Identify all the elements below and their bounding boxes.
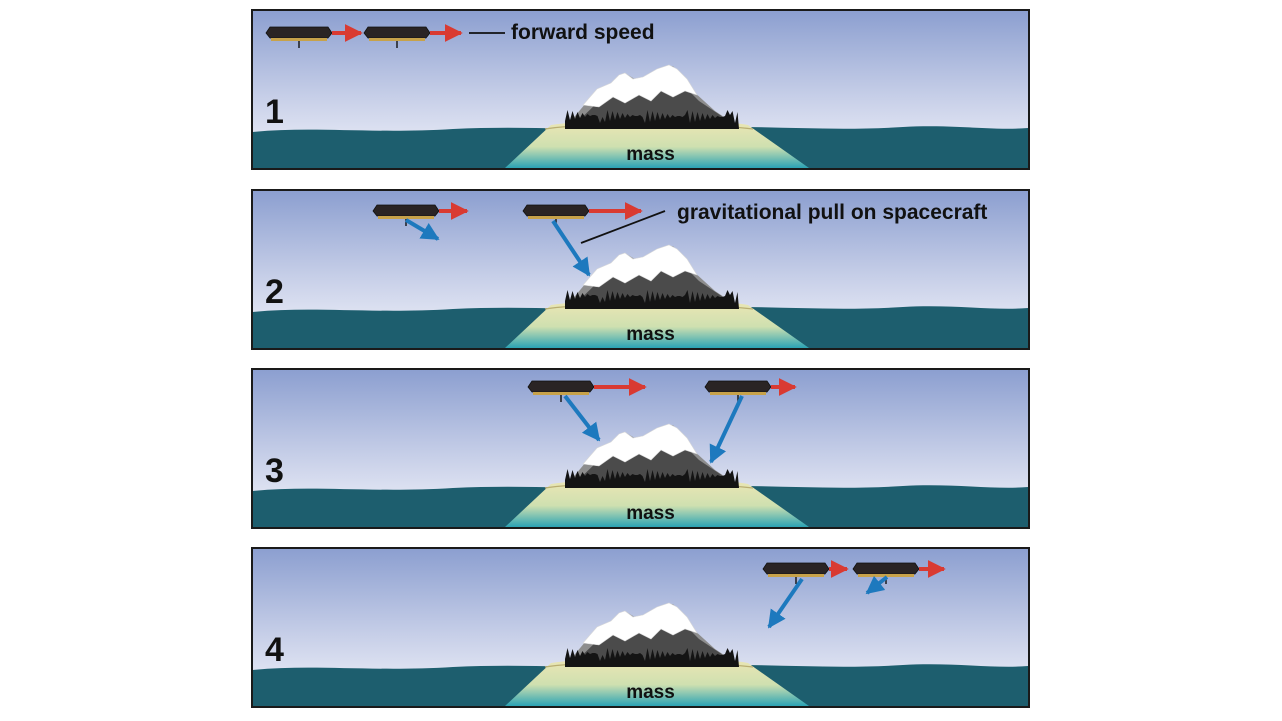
panel-4: 4 mass (251, 547, 1030, 708)
panel-2-scene (253, 191, 1028, 348)
spacecraft-body (522, 204, 590, 217)
island-base (505, 120, 809, 168)
panel-2: 2 mass gravitational pull on spacecraft (251, 189, 1030, 350)
spacecraft (363, 26, 431, 48)
spacecraft-base (533, 392, 589, 395)
mass-label-1: mass (626, 144, 675, 165)
spacecraft-body (372, 204, 440, 217)
gravity-pull-arrow (404, 218, 440, 241)
snow-caps (582, 244, 698, 288)
panel-1-scene (253, 11, 1028, 168)
spacecraft-base (858, 574, 914, 577)
gravity-pull-arrow (563, 394, 601, 442)
forest (565, 469, 739, 488)
spacecraft (372, 204, 440, 226)
island-base (505, 479, 809, 527)
snow-caps (582, 423, 698, 467)
forward-speed-label: forward speed (511, 21, 655, 44)
panel-4-scene (253, 549, 1028, 706)
panel-number-2: 2 (265, 273, 284, 311)
gravity-pull-arrow (865, 575, 889, 595)
panel-1: 1 mass forward speed (251, 9, 1030, 170)
panel-3-scene (253, 370, 1028, 527)
spacecraft (527, 380, 595, 402)
gravity-pull-arrow (709, 395, 744, 464)
spacecraft-body (363, 26, 431, 39)
spacecraft-body (852, 562, 920, 575)
spacecraft-base (528, 216, 584, 219)
spacecraft (704, 380, 772, 402)
spacecraft-body (527, 380, 595, 393)
island-mass (505, 423, 809, 527)
spacecraft-base (271, 38, 327, 41)
spacecraft-base (768, 574, 824, 577)
forest (565, 110, 739, 129)
island-mass (505, 244, 809, 348)
gravity-pull-arrow (551, 219, 591, 277)
gravity-pull-arrow (767, 577, 804, 629)
mass-label-4: mass (626, 682, 675, 703)
spacecraft-body (762, 562, 830, 575)
spacecraft-base (378, 216, 434, 219)
island-mass (505, 64, 809, 168)
spacecraft-body (265, 26, 333, 39)
panel-number-3: 3 (265, 452, 284, 490)
forest (565, 290, 739, 309)
mass-label-2: mass (626, 324, 675, 345)
snow-caps (582, 64, 698, 108)
forest (565, 648, 739, 667)
island-mass (505, 602, 809, 706)
spacecraft (762, 562, 830, 584)
panel-number-1: 1 (265, 93, 284, 131)
spacecraft (852, 562, 920, 584)
spacecraft (265, 26, 333, 48)
spacecraft-base (710, 392, 766, 395)
panel-3: 3 mass (251, 368, 1030, 529)
gravitational-pull-label: gravitational pull on spacecraft (677, 201, 988, 224)
label-leader-line (580, 210, 666, 244)
snow-caps (582, 602, 698, 646)
island-base (505, 658, 809, 706)
mass-label-3: mass (626, 503, 675, 524)
panel-number-4: 4 (265, 631, 284, 669)
island-base (505, 300, 809, 348)
spacecraft-body (704, 380, 772, 393)
spacecraft-base (369, 38, 425, 41)
